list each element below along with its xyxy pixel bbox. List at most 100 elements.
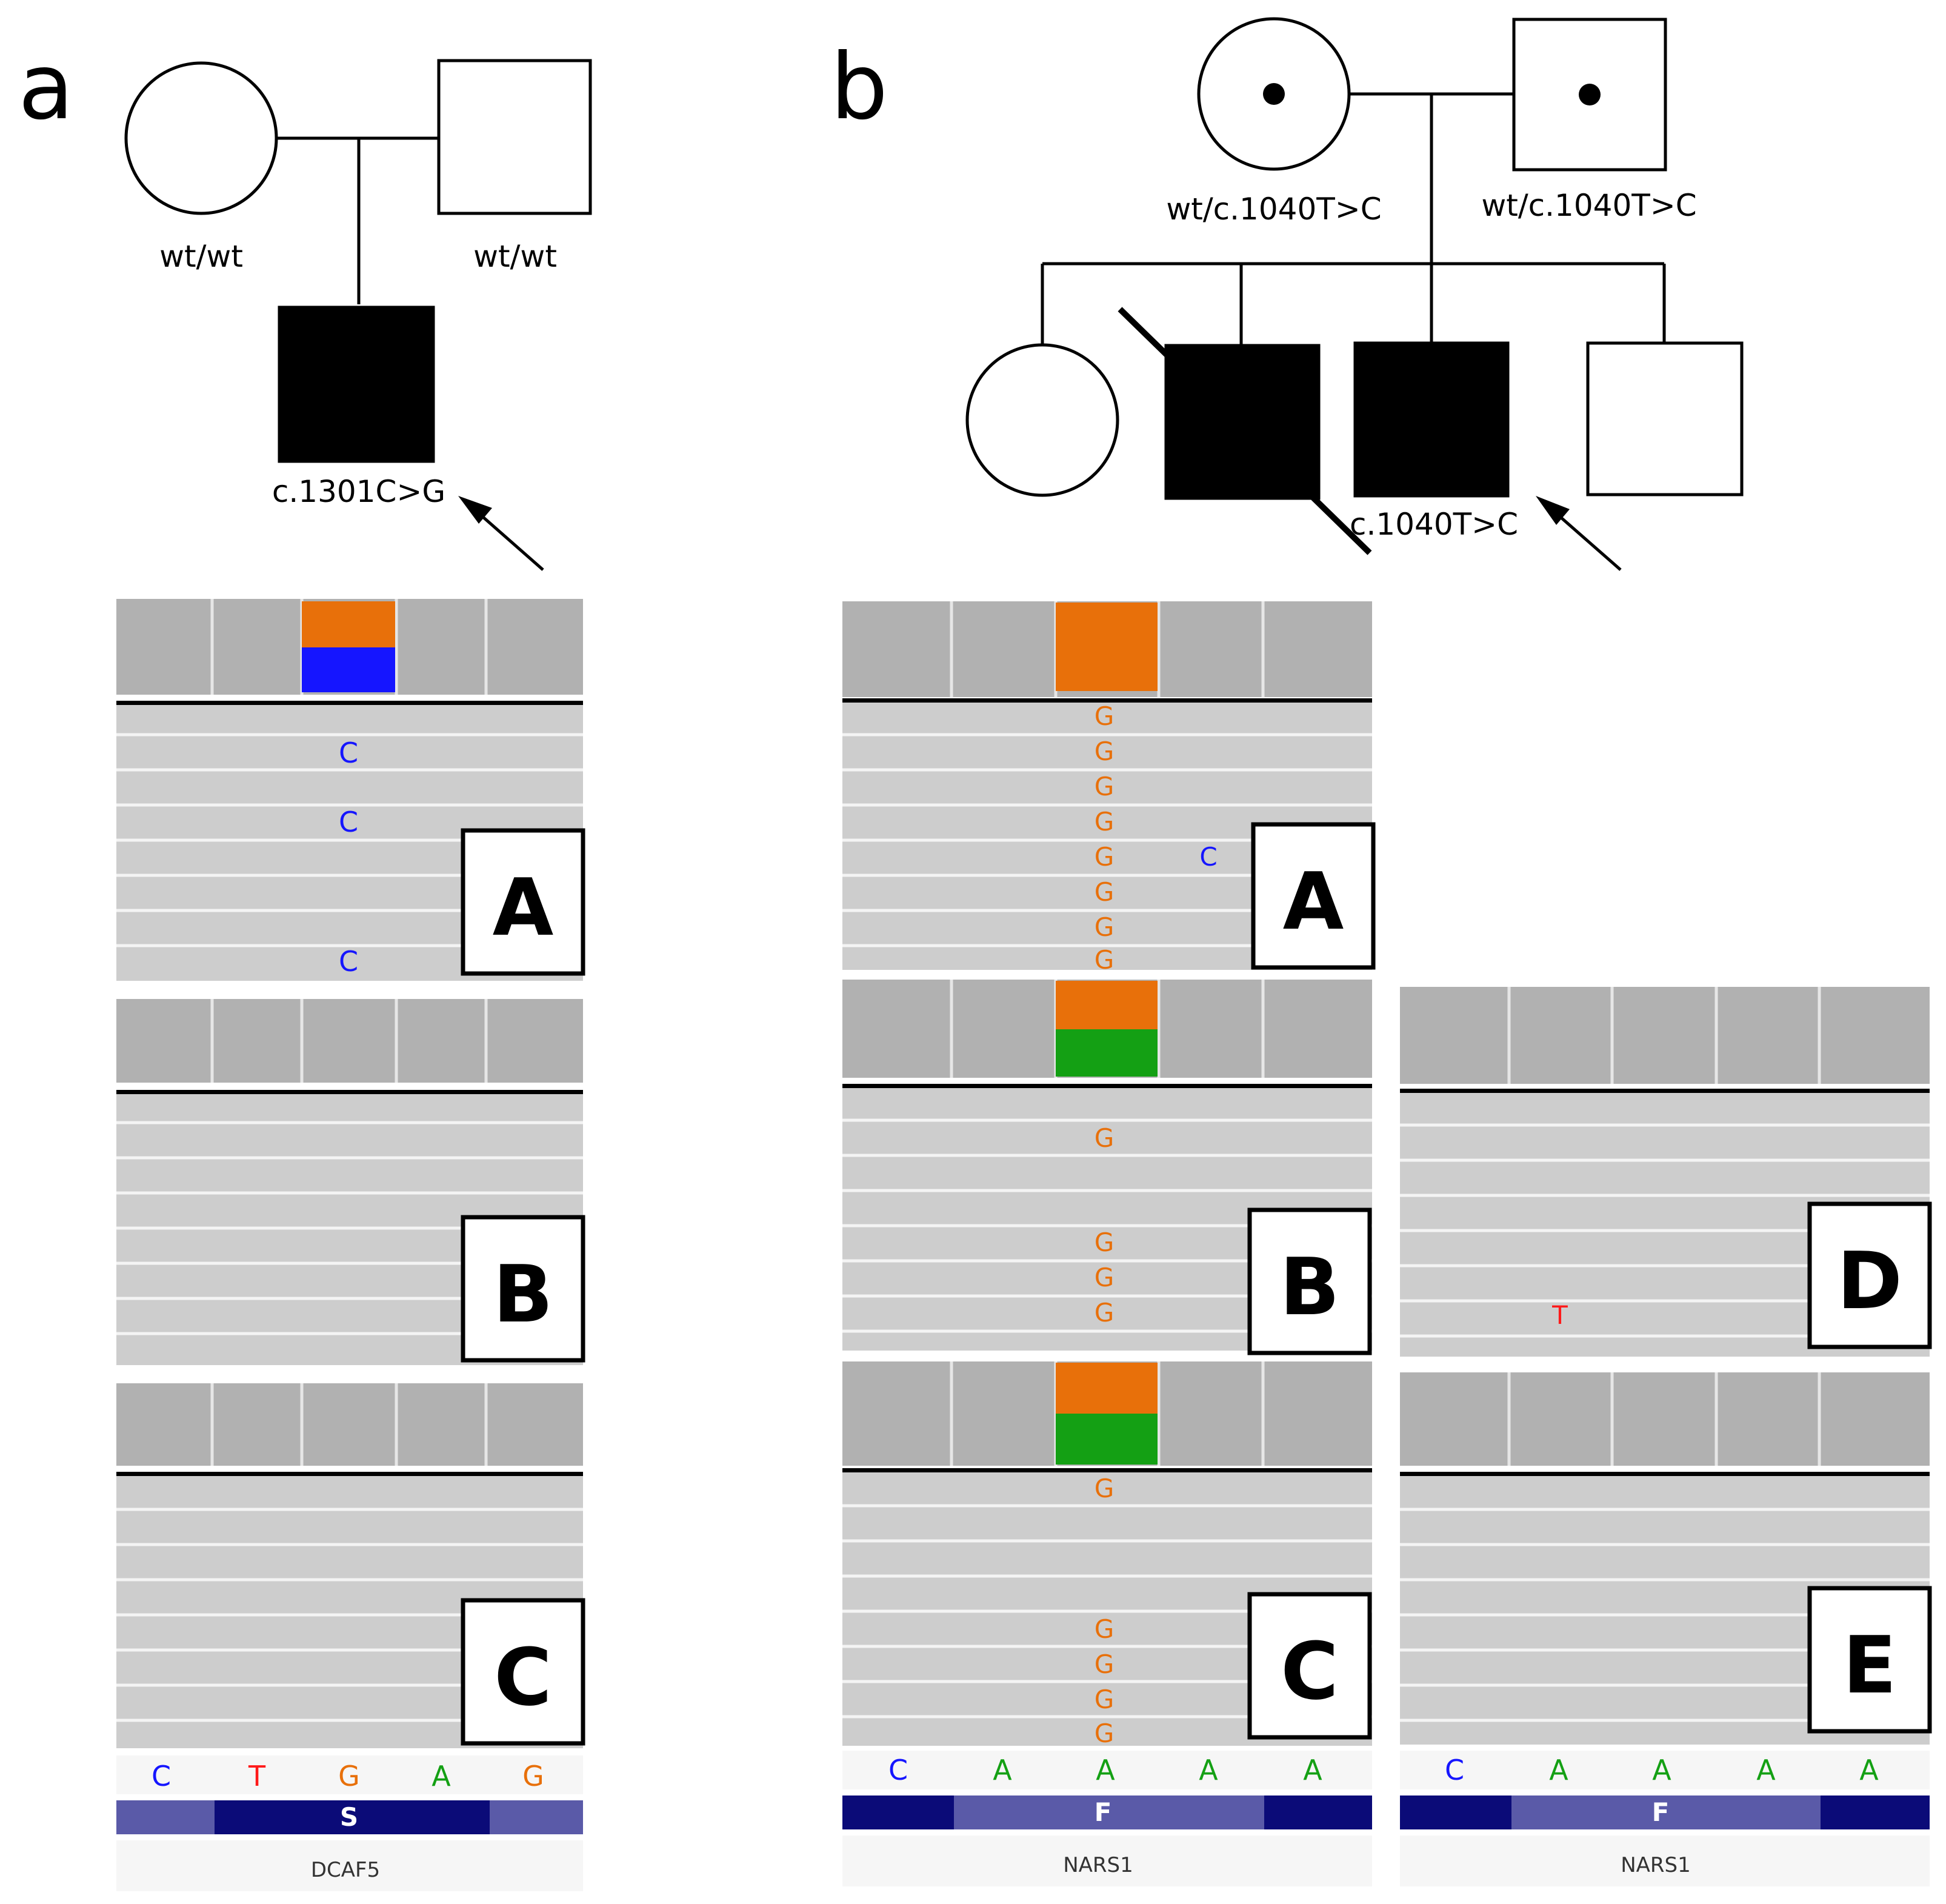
read-base: G xyxy=(1095,1123,1115,1153)
amino-acid-bar-dark xyxy=(215,1800,490,1834)
amino-acid-bar-light xyxy=(1511,1795,1821,1829)
sample-label-E: E xyxy=(1843,1619,1897,1711)
gene-row xyxy=(842,1836,1372,1886)
reference-base: A xyxy=(1756,1754,1776,1786)
reference-base: C xyxy=(888,1754,908,1786)
proband-arrow-a xyxy=(472,507,544,571)
pedigree-a-proband xyxy=(278,306,435,463)
sample-label-box xyxy=(1807,1201,1932,1349)
pedigree-a-mother-genotype: wt/wt xyxy=(159,239,243,274)
pedigree-b-mother-genotype: wt/c.1040T>C xyxy=(1166,192,1381,227)
reference-row xyxy=(1400,1751,1930,1789)
gene-label: DCAF5 xyxy=(311,1858,380,1882)
igv-track-a: C C C A B xyxy=(116,599,585,1891)
reference-base: A xyxy=(1199,1754,1218,1786)
read-base: C xyxy=(339,737,358,769)
igv-track-c: T D E C A A A A F NARS1 xyxy=(1400,987,1932,1886)
coverage-axis-line xyxy=(1400,1472,1930,1476)
reference-base: G xyxy=(522,1760,544,1792)
pedigree-a-father xyxy=(437,59,592,215)
sample-label-box xyxy=(1251,822,1376,970)
reference-base: A xyxy=(993,1754,1012,1786)
reference-base: A xyxy=(1303,1754,1322,1786)
reference-row xyxy=(116,1755,583,1794)
sample-label-box xyxy=(1247,1592,1372,1740)
reference-base: C xyxy=(152,1760,171,1792)
gene-label: NARS1 xyxy=(1063,1853,1133,1877)
allele-freq-g xyxy=(1056,1363,1158,1414)
amino-acid-bar-light xyxy=(954,1795,1264,1829)
pedigree-b-proband-variant: c.1040T>C xyxy=(1350,507,1518,542)
sample-label-B: B xyxy=(1279,1241,1339,1333)
amino-acid-label: S xyxy=(340,1802,358,1832)
reference-base: A xyxy=(1549,1754,1568,1786)
read-base: C xyxy=(339,945,358,978)
coverage-axis-line xyxy=(1400,1089,1930,1093)
gene-row xyxy=(1400,1836,1930,1886)
allele-freq-a xyxy=(1056,1029,1158,1077)
pedigree-a xyxy=(124,59,592,571)
gene-label: NARS1 xyxy=(1621,1853,1691,1877)
sample-label-box xyxy=(461,828,585,976)
panel-letter-b: b xyxy=(830,35,888,140)
coverage-axis-line xyxy=(842,1084,1372,1088)
reference-base: A xyxy=(1096,1754,1115,1786)
proband-arrow-b xyxy=(1550,508,1622,571)
sample-label-A: A xyxy=(1283,855,1344,947)
coverage-bar-a-B xyxy=(116,999,583,1083)
allele-freq-g xyxy=(1056,603,1158,691)
pedigree-a-proband-variant: c.1301C>G xyxy=(272,474,445,509)
pedigree-a-mother xyxy=(124,61,278,215)
pedigree-b-father-genotype: wt/c.1040T>C xyxy=(1481,188,1696,223)
read-base: G xyxy=(1095,1719,1115,1748)
coverage-bar-a-C xyxy=(116,1383,583,1466)
sample-label-C: C xyxy=(494,1631,551,1723)
read-base: G xyxy=(1095,842,1115,872)
igv-track-b: G G G G G G G G C A G G G G B xyxy=(842,601,1376,1886)
sample-label-box xyxy=(1807,1586,1932,1734)
pedigree-b-proband xyxy=(1353,341,1510,498)
pedigree-b-deceased-slash xyxy=(1118,307,1372,555)
reference-base: A xyxy=(432,1760,451,1792)
pedigree-a-father-genotype: wt/wt xyxy=(473,239,557,274)
panel-letter-a: a xyxy=(18,35,74,140)
coverage-axis-line xyxy=(842,698,1372,703)
sample-label-box xyxy=(1247,1208,1372,1355)
read-base-c: C xyxy=(1199,842,1217,872)
reference-row xyxy=(842,1751,1372,1789)
coverage-axis-line xyxy=(842,1468,1372,1472)
reference-base: T xyxy=(248,1760,266,1792)
read-base: G xyxy=(1095,807,1115,837)
read-base: G xyxy=(1095,1685,1115,1714)
read-base: G xyxy=(1095,772,1115,801)
sample-label-box xyxy=(461,1598,585,1746)
read-base: G xyxy=(1095,1474,1115,1503)
reference-base: A xyxy=(1859,1754,1879,1786)
reference-base: C xyxy=(1445,1754,1464,1786)
allele-freq-g xyxy=(1056,981,1158,1029)
read-base-t: T xyxy=(1551,1300,1568,1330)
read-base: G xyxy=(1095,1263,1115,1292)
proband-arrow-a-head xyxy=(458,496,492,524)
pedigree-b-brother xyxy=(1586,341,1744,496)
proband-arrow-b-head xyxy=(1536,496,1570,525)
pedigree-b-deceased-brother xyxy=(1164,344,1321,500)
coverage-axis-line xyxy=(116,701,583,705)
coverage-axis-line xyxy=(116,1472,583,1476)
allele-freq-g xyxy=(302,601,395,647)
read-base: G xyxy=(1095,701,1115,731)
amino-acid-label: F xyxy=(1652,1797,1670,1827)
read-base: G xyxy=(1095,1649,1115,1679)
pedigree-b-sister xyxy=(965,343,1119,497)
reference-base: G xyxy=(338,1760,360,1792)
coverage-bar-c-E xyxy=(1400,1372,1930,1466)
allele-freq-a xyxy=(1056,1414,1158,1465)
sample-label-B: B xyxy=(493,1248,553,1340)
pedigree-b-father-carrier-dot xyxy=(1579,84,1601,105)
allele-freq-c xyxy=(302,647,395,692)
sample-label-box xyxy=(461,1215,585,1363)
pedigree-b-mother-carrier-dot xyxy=(1263,83,1285,105)
pedigree-b xyxy=(965,17,1744,571)
coverage-axis-line xyxy=(116,1090,583,1094)
